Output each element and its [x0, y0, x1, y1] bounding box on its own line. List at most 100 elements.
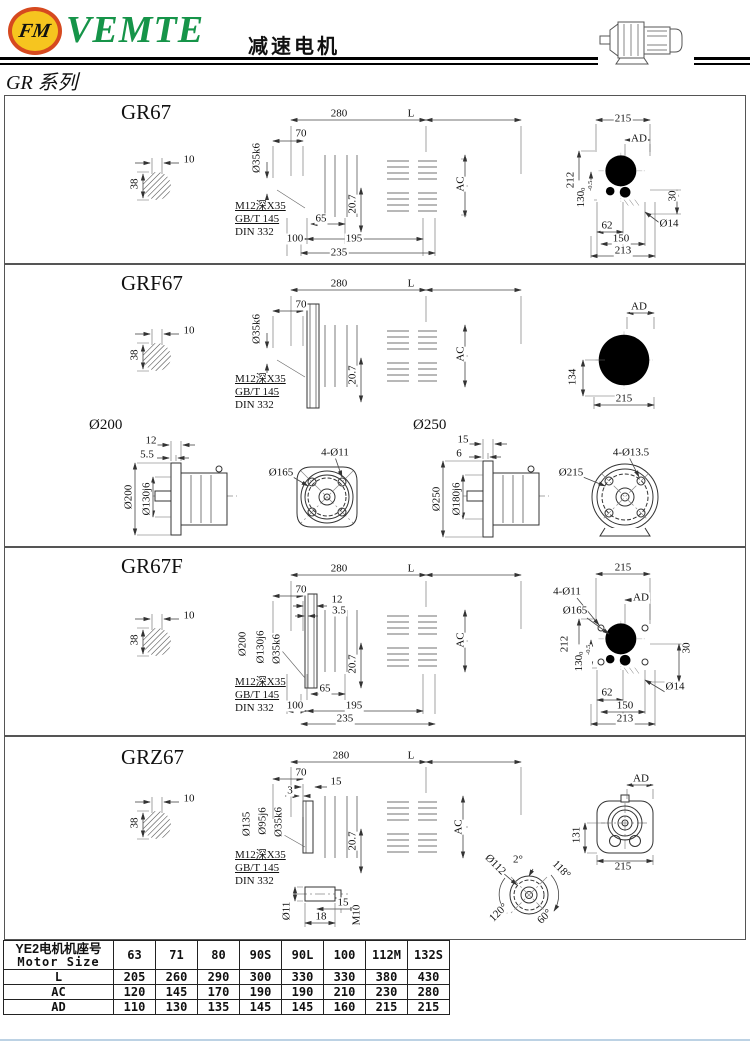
col-71: 71 — [155, 940, 198, 970]
tap-note: M12深X35 GB/T 145 DIN 332 — [235, 849, 286, 888]
dim-70: 70 — [294, 766, 308, 779]
table-header-row: YE2电机机座号 Motor Size 63 71 80 90S 90L 100… — [3, 940, 450, 970]
dim-o135: Ø135 — [240, 811, 253, 837]
dim-213: 213 — [613, 244, 633, 257]
series-label: GR 系列 — [6, 72, 78, 94]
dim-15: 15 — [329, 775, 343, 788]
brand-logo: FM — [8, 7, 62, 55]
header-rule-top — [0, 57, 750, 60]
cell: 430 — [407, 969, 450, 985]
dim-o165: Ø165 — [267, 466, 295, 479]
cell: 290 — [197, 969, 240, 985]
cell: 120 — [113, 984, 156, 1000]
dim-5-5: 5.5 — [139, 448, 155, 461]
dim-AC: AC — [454, 176, 467, 192]
brand-name: VEMTE — [66, 9, 205, 51]
cell: 135 — [197, 999, 240, 1015]
dim-shaft-dia: Ø35k6 — [272, 807, 285, 837]
cell: 210 — [323, 984, 366, 1000]
dim-AC: AC — [454, 632, 467, 648]
cell: 300 — [239, 969, 282, 985]
section-gr67: GR67 10 38 280 L 70 Ø35k6 M12深X35 GB/T 1… — [4, 95, 746, 264]
dim-62: 62 — [600, 219, 614, 232]
brand-logo-monogram: FM — [17, 19, 53, 42]
dim-o130j6: Ø130j6 — [140, 482, 153, 516]
dim-AD: AD — [630, 132, 648, 145]
dim-3-5: 3.5 — [331, 604, 347, 617]
dim-o180j6: Ø180j6 — [450, 482, 463, 516]
dim-shaft-height: 38 — [128, 349, 141, 361]
cell: 170 — [197, 984, 240, 1000]
dim-20-7: 20.7 — [346, 654, 359, 674]
section-grf67: GRF67 10 38 280 L 70 Ø35k6 M12深X35 GB/T … — [4, 264, 746, 547]
cell: 160 — [323, 999, 366, 1015]
dim-shaft-dia: Ø35k6 — [250, 143, 263, 173]
dim-30: 30 — [680, 642, 693, 654]
table-row-AC: AC 120 145 170 190 190 210 230 280 — [3, 984, 450, 1000]
cell: 110 — [113, 999, 156, 1015]
model-title: GR67 — [121, 100, 172, 124]
dim-70: 70 — [294, 298, 308, 311]
dim-AD: AD — [630, 300, 648, 313]
cell: 215 — [407, 999, 450, 1015]
grf67-drawing — [132, 287, 745, 538]
dim-stub-15: 15 — [336, 896, 350, 909]
dim-100: 100 — [285, 232, 305, 245]
grz67-drawing — [5, 759, 654, 939]
tap-note: M12深X35 GB/T 145 DIN 332 — [235, 373, 286, 412]
dim-215: 215 — [613, 860, 633, 873]
cell: 145 — [155, 984, 198, 1000]
col-112M: 112M — [365, 940, 408, 970]
dim-o14: Ø14 — [664, 680, 686, 693]
dim-shaft-dia: Ø35k6 — [270, 634, 283, 664]
dim-AD: AD — [632, 591, 650, 604]
dim-15: 15 — [456, 433, 470, 446]
dim-shaft-height: 38 — [128, 817, 141, 829]
dim-62: 62 — [600, 686, 614, 699]
dim-215: 215 — [613, 112, 633, 125]
dim-6: 6 — [455, 447, 463, 460]
motor-size-table: YE2电机机座号 Motor Size 63 71 80 90S 90L 100… — [3, 940, 450, 1015]
dim-65: 65 — [318, 682, 332, 695]
gearmotor-icon — [598, 10, 694, 68]
dim-134: 134 — [566, 368, 579, 386]
col-90L: 90L — [281, 940, 324, 970]
col-132S: 132S — [407, 940, 450, 970]
row-label-AC: AC — [3, 984, 114, 1000]
dim-280: 280 — [329, 562, 349, 575]
col-90S: 90S — [239, 940, 282, 970]
dim-20-7: 20.7 — [346, 194, 359, 214]
dim-o130j6: Ø130j6 — [254, 630, 267, 664]
dim-L: L — [406, 277, 416, 290]
col-80: 80 — [197, 940, 240, 970]
cell: 330 — [323, 969, 366, 985]
dim-3: 3 — [286, 784, 294, 797]
dim-shaft-height: 38 — [128, 178, 141, 190]
dim-30: 30 — [666, 190, 679, 202]
cell: 205 — [113, 969, 156, 985]
cell: 380 — [365, 969, 408, 985]
dim-o11: Ø11 — [280, 901, 293, 921]
dim-195: 195 — [344, 699, 364, 712]
dim-o215: Ø215 — [557, 466, 585, 479]
dim-o200: Ø200 — [122, 484, 135, 510]
flange-title-200: Ø200 — [89, 417, 123, 433]
dim-20-7: 20.7 — [346, 365, 359, 385]
table-header-label: YE2电机机座号 Motor Size — [3, 940, 114, 970]
dim-4-o13-5: 4-Ø13.5 — [611, 446, 651, 459]
table-row-L: L 205 260 290 300 330 330 380 430 — [3, 969, 450, 985]
cell: 260 — [155, 969, 198, 985]
cell: 215 — [365, 999, 408, 1015]
dim-AC: AC — [452, 819, 465, 835]
dim-70: 70 — [294, 127, 308, 140]
dim-stub-18: 18 — [314, 910, 328, 923]
dim-131: 131 — [570, 826, 583, 844]
dim-o165: Ø165 — [561, 604, 589, 617]
dim-AC: AC — [454, 346, 467, 362]
dim-215: 215 — [614, 392, 634, 405]
cell: 145 — [281, 999, 324, 1015]
dim-12: 12 — [144, 434, 158, 447]
